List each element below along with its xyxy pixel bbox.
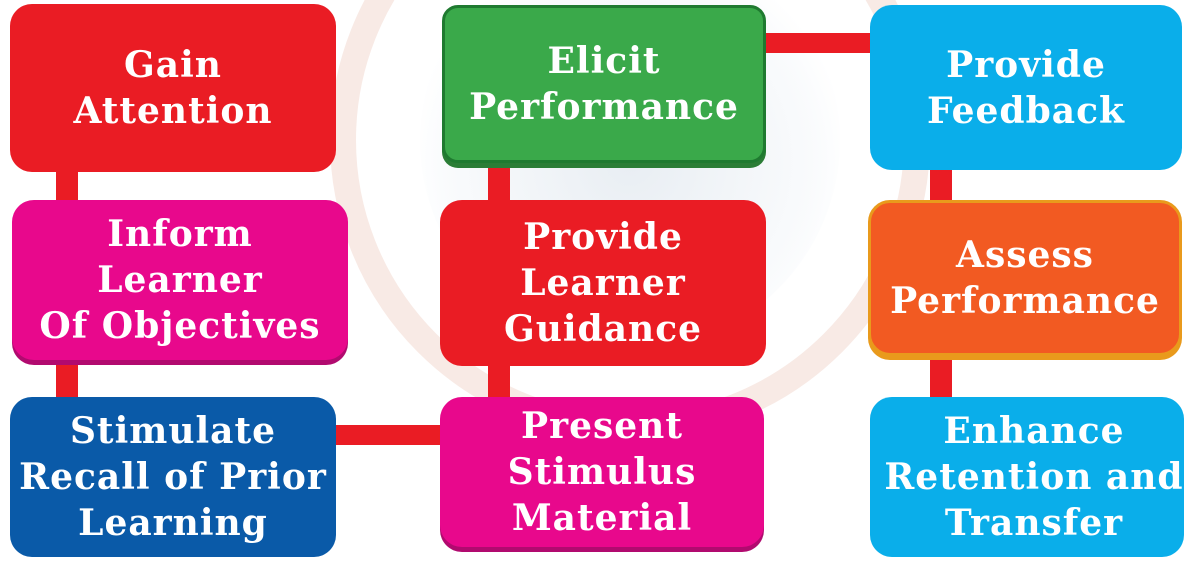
step-enhance-retention-and-transfer: Enhance Retention and Transfer xyxy=(870,397,1184,557)
step-assess-performance: Assess Performance xyxy=(868,200,1182,356)
connector-feedback-to-assess xyxy=(930,160,952,210)
connector-elicit-to-feedback xyxy=(760,33,875,53)
step-stimulate-recall: Stimulate Recall of Prior Learning xyxy=(10,397,336,557)
step-provide-feedback: Provide Feedback xyxy=(870,5,1182,170)
connector-assess-to-enhance xyxy=(930,355,952,405)
step-inform-learner-of-objectives: Inform Learner Of Objectives xyxy=(12,200,348,360)
step-gain-attention: Gain Attention xyxy=(10,4,336,172)
connector-gain-to-inform xyxy=(56,160,78,210)
connector-stimulate-to-present xyxy=(330,425,450,445)
connector-inform-to-stimulate xyxy=(56,360,78,405)
connector-guidance-to-elicit xyxy=(488,160,510,210)
step-present-stimulus-material: Present Stimulus Material xyxy=(440,397,764,547)
connector-present-to-guidance xyxy=(488,360,510,405)
step-provide-learner-guidance: Provide Learner Guidance xyxy=(440,200,766,366)
step-elicit-performance: Elicit Performance xyxy=(442,5,766,163)
